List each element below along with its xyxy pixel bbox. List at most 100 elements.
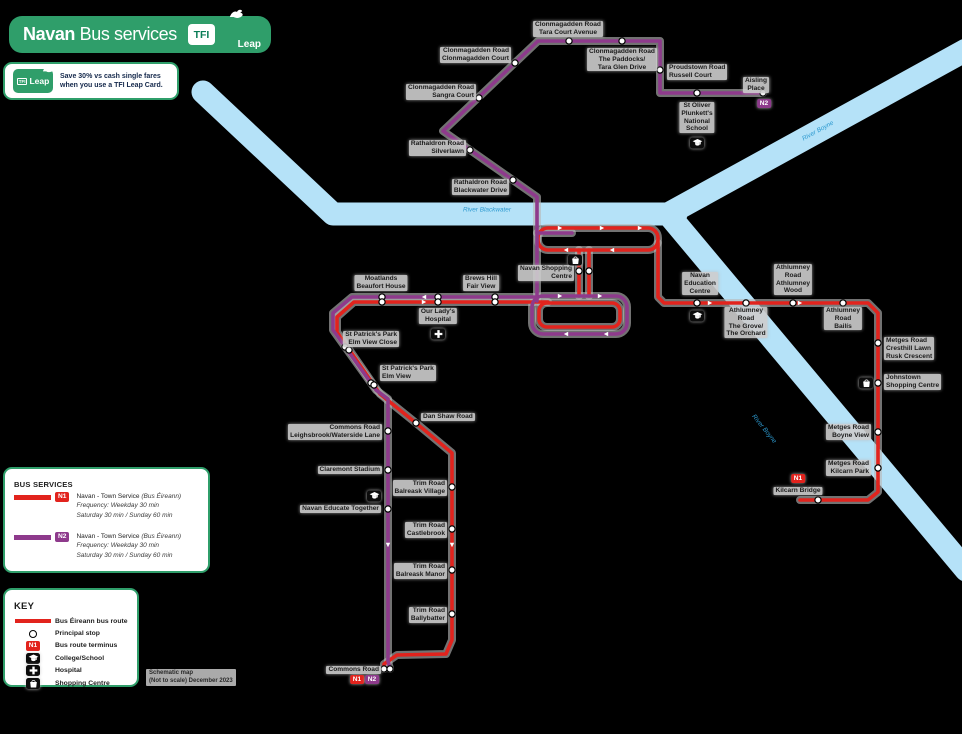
principal-stop bbox=[789, 299, 797, 307]
principal-stop bbox=[693, 89, 701, 97]
leap-logo-text: Leap bbox=[237, 39, 261, 50]
key-symbol bbox=[11, 665, 55, 677]
principal-stop bbox=[693, 299, 701, 307]
direction-arrow-icon bbox=[599, 225, 605, 231]
page-title: Navan Bus services bbox=[23, 24, 177, 45]
river-boyne bbox=[656, 39, 962, 581]
principal-stop bbox=[575, 267, 583, 275]
direction-arrow-icon bbox=[603, 331, 609, 337]
direction-arrow-icon bbox=[557, 225, 563, 231]
direction-arrow-icon bbox=[609, 247, 615, 253]
frog-icon bbox=[42, 65, 54, 73]
service-row-n2: N2 Navan - Town Service (Bus Éireann)Freq… bbox=[14, 532, 181, 560]
principal-stop bbox=[384, 427, 392, 435]
promo-line1: Save 30% vs cash single fares bbox=[60, 73, 161, 80]
leap-logo: Leap bbox=[221, 8, 261, 61]
key-item: Hospital bbox=[11, 665, 133, 677]
direction-arrow-icon bbox=[563, 247, 569, 253]
key-title: KEY bbox=[14, 601, 35, 612]
principal-stop bbox=[874, 428, 882, 436]
key-label: College/School bbox=[55, 654, 105, 662]
route-n2 bbox=[441, 39, 765, 303]
key-item: Shopping Centre bbox=[11, 677, 133, 689]
principal-stop bbox=[384, 505, 392, 513]
principal-stop bbox=[448, 525, 456, 533]
principal-stop bbox=[491, 298, 499, 306]
river-blackwater bbox=[191, 80, 688, 226]
shopping-icon-box bbox=[26, 677, 40, 689]
credit-line1: Schematic map bbox=[149, 670, 194, 676]
key-label: Bus Éireann bus route bbox=[55, 617, 128, 625]
principal-stop bbox=[466, 146, 474, 154]
principal-stop bbox=[814, 496, 822, 504]
principal-stop bbox=[475, 94, 483, 102]
direction-arrow-icon bbox=[797, 300, 803, 306]
principal-stop bbox=[874, 339, 882, 347]
principal-stop bbox=[656, 66, 664, 74]
tfi-leap-logo: TFI Leap bbox=[13, 65, 54, 93]
key-label: Hospital bbox=[55, 667, 82, 675]
direction-arrow-icon bbox=[421, 294, 427, 300]
tfi-logo-text: TFI bbox=[16, 77, 28, 85]
service-description: Navan - Town Service (Bus Éireann)Freque… bbox=[76, 493, 182, 519]
tfi-logo: TFI bbox=[187, 24, 215, 45]
route-casing bbox=[654, 239, 882, 504]
route-n1 bbox=[656, 241, 880, 502]
principal-stop-symbol bbox=[29, 629, 37, 638]
principal-stop bbox=[380, 665, 388, 673]
school-icon-box bbox=[26, 652, 40, 664]
route-badge: N2 bbox=[55, 532, 70, 542]
route-loop bbox=[530, 294, 629, 336]
principal-stop bbox=[874, 464, 882, 472]
key-item: Principal stop bbox=[11, 627, 133, 639]
frog-icon bbox=[229, 9, 243, 18]
key-label: Principal stop bbox=[55, 630, 100, 638]
map-credit: Schematic map (Not to scale) December 20… bbox=[146, 669, 236, 687]
promo-text: Save 30% vs cash single fares when you u… bbox=[60, 72, 163, 90]
credit-line2: (Not to scale) December 2023 bbox=[149, 677, 233, 684]
title-banner: Navan Bus services TFI Leap bbox=[9, 9, 271, 53]
title-navan: Navan bbox=[23, 24, 76, 44]
key-label: Shopping Centre bbox=[55, 679, 110, 687]
direction-arrow-icon bbox=[449, 542, 455, 548]
direction-arrow-icon bbox=[597, 293, 603, 299]
service-description: Navan - Town Service (Bus Éireann)Freque… bbox=[76, 533, 182, 559]
principal-stop bbox=[386, 665, 394, 673]
principal-stop bbox=[511, 59, 519, 67]
key-symbol bbox=[11, 652, 55, 664]
service-row-n1: N1 Navan - Town Service (Bus Éireann)Freq… bbox=[14, 492, 181, 520]
principal-stop bbox=[345, 346, 353, 354]
route-badge: N1 bbox=[55, 492, 70, 502]
promo-line2: when you use a TFI Leap Card. bbox=[60, 82, 163, 89]
hospital-icon bbox=[29, 666, 37, 675]
principal-stop bbox=[448, 610, 456, 618]
principal-stop bbox=[874, 379, 882, 387]
direction-arrow-icon bbox=[707, 300, 713, 306]
principal-stop bbox=[370, 381, 378, 389]
route-line-swatch bbox=[14, 495, 51, 500]
principal-stop bbox=[434, 298, 442, 306]
route-n1 bbox=[335, 300, 550, 671]
route-line-swatch bbox=[15, 618, 51, 624]
direction-arrow-icon bbox=[637, 225, 643, 231]
key-symbol: N1 bbox=[11, 641, 55, 651]
principal-stop bbox=[839, 299, 847, 307]
key-symbol bbox=[11, 618, 55, 624]
principal-stop bbox=[384, 466, 392, 474]
principal-stop bbox=[509, 176, 517, 184]
principal-stop bbox=[618, 37, 626, 45]
hospital-icon-box bbox=[26, 665, 40, 677]
key-label: Bus route terminus bbox=[55, 642, 118, 650]
route-loop bbox=[537, 301, 622, 329]
key-symbol bbox=[11, 677, 55, 689]
direction-arrow-icon bbox=[557, 293, 563, 299]
key-item: Bus Éireann bus route bbox=[11, 615, 133, 627]
route-casing bbox=[333, 298, 552, 673]
route-n2 bbox=[331, 295, 539, 671]
direction-arrow-icon bbox=[563, 331, 569, 337]
